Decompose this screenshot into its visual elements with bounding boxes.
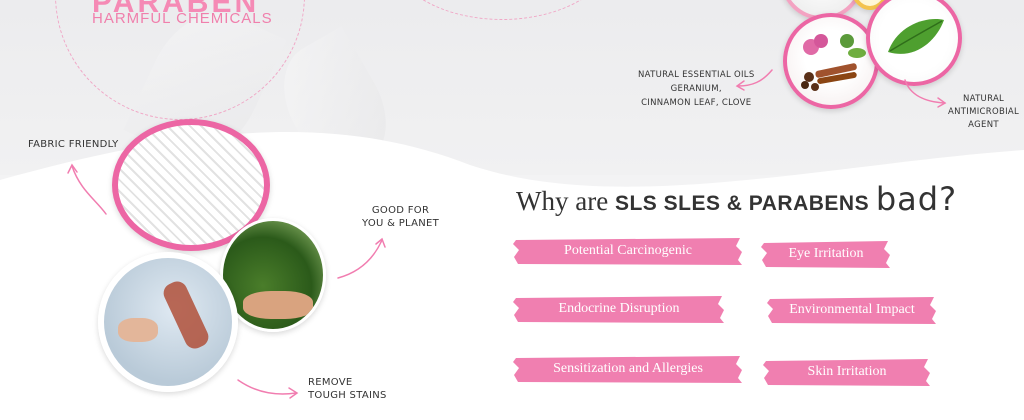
essential-oils-line: GERANIUM, bbox=[670, 84, 722, 94]
reason-text: Skin Irritation bbox=[807, 364, 887, 379]
antimicrobial-label: NATURAL ANTIMICROBIAL AGENT bbox=[948, 93, 1019, 132]
brush-stroke-icon bbox=[767, 297, 936, 324]
reason-pill: Environmental Impact bbox=[766, 295, 938, 325]
essential-oils-line: CINNAMON LEAF, CLOVE bbox=[641, 98, 752, 108]
why-title-highlight: SLS SLES & PARABENS bbox=[614, 192, 870, 215]
green-leaf-image bbox=[866, 0, 962, 86]
brand-subtitle: HARMFUL CHEMICALS bbox=[92, 10, 273, 27]
reason-pill: Skin Irritation bbox=[762, 357, 932, 387]
antimicrobial-line: AGENT bbox=[968, 120, 999, 130]
reason-pill: Sensitization and Allergies bbox=[512, 354, 744, 384]
good-for-line: YOU & PLANET bbox=[362, 218, 440, 229]
why-title-prefix: Why are bbox=[516, 186, 615, 216]
plant-planet-image bbox=[220, 218, 326, 332]
good-for-line: GOOD FOR bbox=[371, 205, 430, 216]
remove-stains-label: REMOVE TOUGH STAINS bbox=[308, 376, 387, 402]
stain-icon bbox=[160, 278, 212, 352]
leaf-icon bbox=[888, 19, 944, 54]
herbs-spices-image bbox=[783, 13, 879, 109]
stained-shirt-image bbox=[98, 252, 238, 392]
reason-text: Sensitization and Allergies bbox=[553, 361, 703, 376]
reason-pill: Potential Carcinogenic bbox=[512, 236, 744, 266]
reason-text: Endocrine Disruption bbox=[558, 301, 680, 316]
why-title: Why are SLS SLES & PARABENS bad? bbox=[516, 180, 957, 218]
brush-stroke-icon bbox=[763, 359, 930, 386]
brush-stroke-icon bbox=[513, 296, 724, 323]
fabric-texture-image bbox=[112, 119, 270, 251]
reason-text: Environmental Impact bbox=[789, 302, 915, 317]
brush-stroke-icon bbox=[761, 241, 890, 268]
antimicrobial-line: NATURAL bbox=[962, 94, 1005, 104]
remove-stains-line: TOUGH STAINS bbox=[308, 390, 387, 401]
herbs-spices-icon bbox=[801, 34, 866, 91]
antimicrobial-line: ANTIMICROBIAL bbox=[948, 107, 1020, 117]
reason-text: Potential Carcinogenic bbox=[564, 243, 692, 258]
why-title-suffix: bad? bbox=[875, 180, 958, 218]
reason-text: Eye Irritation bbox=[788, 246, 864, 261]
remove-stains-line: REMOVE bbox=[308, 377, 353, 388]
reason-pill: Endocrine Disruption bbox=[512, 294, 726, 324]
essential-oils-line: NATURAL ESSENTIAL OILS bbox=[638, 70, 755, 80]
fabric-friendly-label: FABRIC FRIENDLY bbox=[28, 139, 119, 150]
reason-pill: Eye Irritation bbox=[760, 239, 892, 269]
brush-stroke-icon bbox=[513, 238, 742, 265]
hand-icon bbox=[118, 318, 158, 342]
brush-stroke-icon bbox=[513, 356, 742, 383]
hand-icon bbox=[243, 291, 313, 319]
essential-oils-label: NATURAL ESSENTIAL OILS GERANIUM, CINNAMO… bbox=[638, 68, 755, 110]
brand-title: PARABEN bbox=[92, 0, 260, 19]
good-for-planet-label: GOOD FOR YOU & PLANET bbox=[362, 204, 439, 230]
